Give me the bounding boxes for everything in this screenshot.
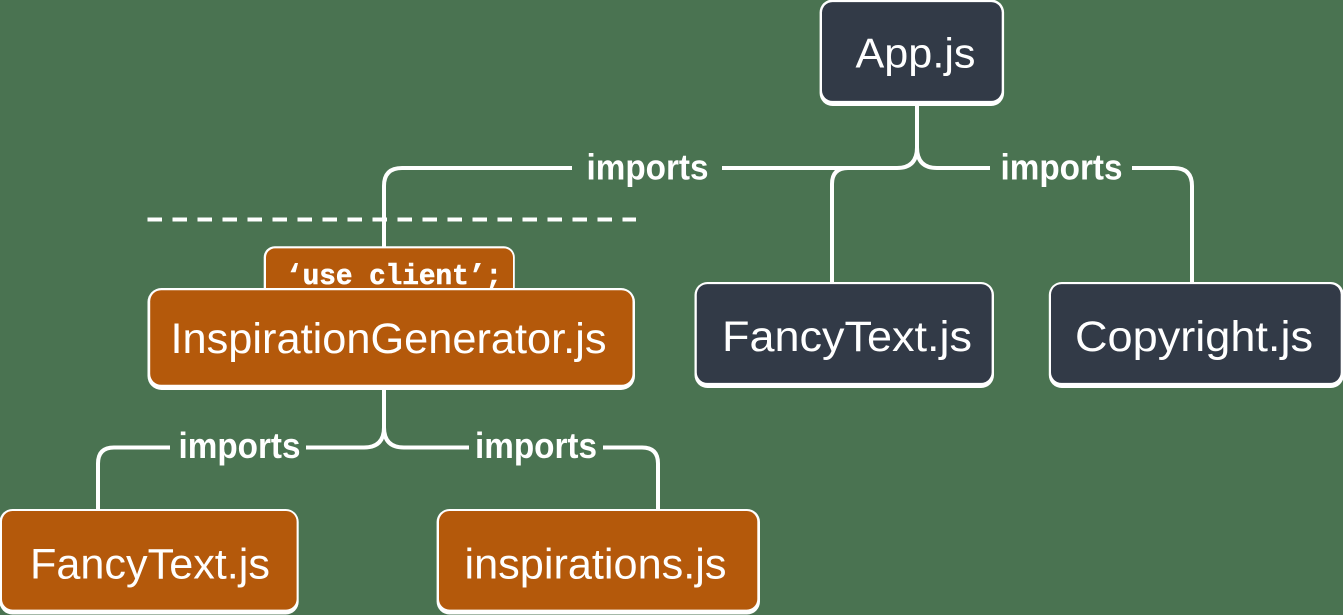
svg-text:inspirations.js: inspirations.js: [465, 541, 727, 589]
svg-text:imports: imports: [179, 425, 301, 466]
svg-text:imports: imports: [475, 425, 597, 466]
svg-text:InspirationGenerator.js: InspirationGenerator.js: [171, 315, 607, 363]
svg-text:Copyright.js: Copyright.js: [1075, 313, 1313, 361]
svg-text:App.js: App.js: [856, 30, 976, 77]
svg-text:imports: imports: [1001, 147, 1123, 188]
svg-text:imports: imports: [587, 147, 709, 188]
svg-text:FancyText.js: FancyText.js: [722, 313, 972, 361]
svg-text:FancyText.js: FancyText.js: [30, 541, 270, 589]
svg-text:‘use client’;: ‘use client’;: [286, 260, 502, 293]
